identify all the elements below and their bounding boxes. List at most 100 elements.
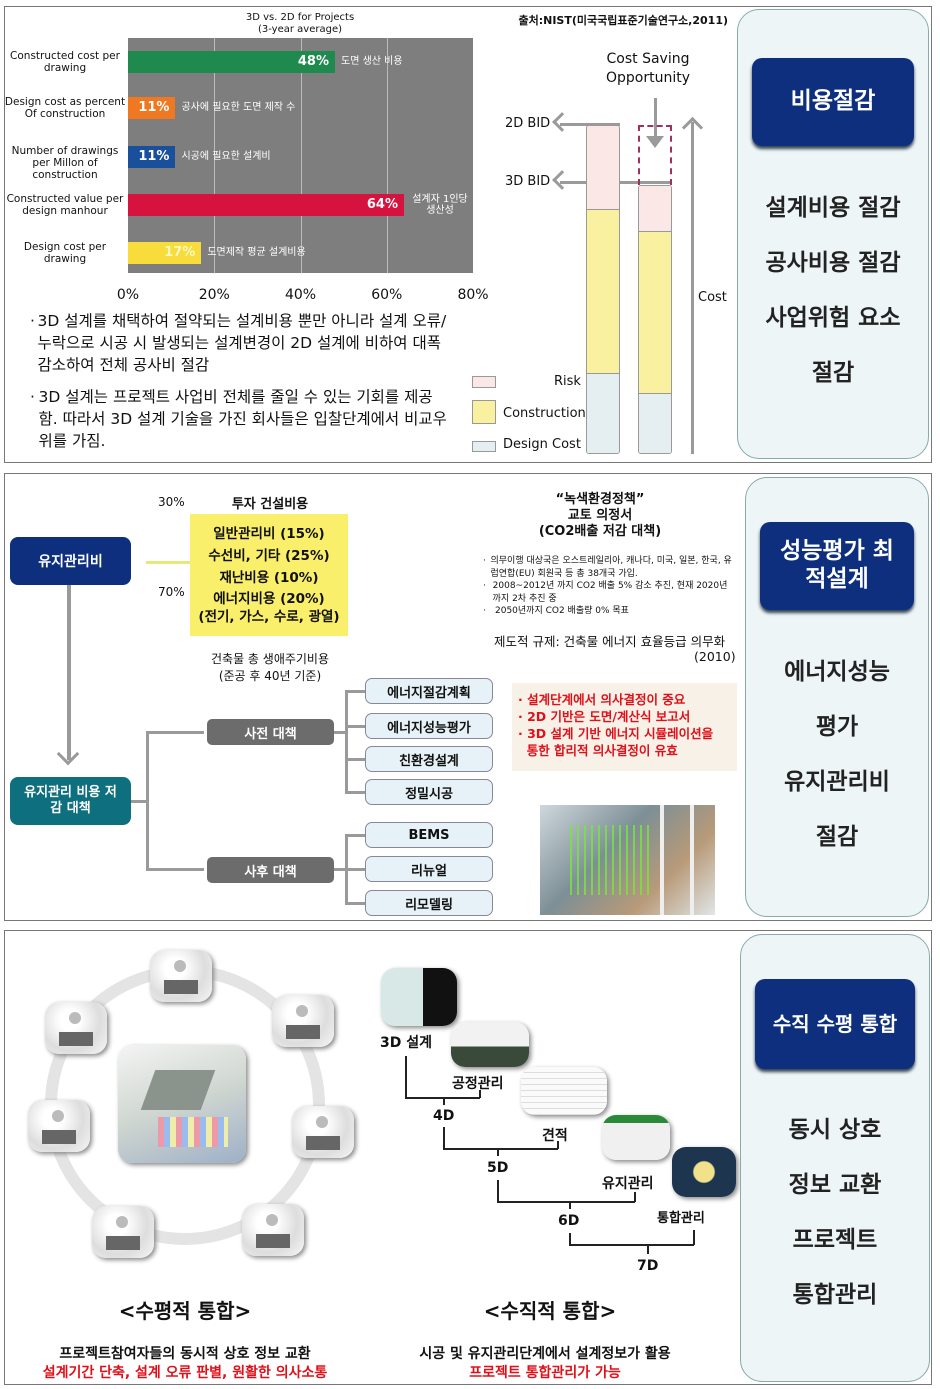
participant-image <box>92 1206 154 1258</box>
horizontal-red-desc: 설계기간 단축, 설계 오류 판별, 원활한 의사소통 <box>42 1365 328 1381</box>
participant-image <box>45 1002 107 1054</box>
saving-arrow-head <box>646 136 664 148</box>
side-item: 절감 <box>815 824 859 850</box>
connector <box>334 868 346 871</box>
dim-label: 7D <box>637 1258 659 1274</box>
connector <box>334 731 346 734</box>
measure-item: 리모델링 <box>365 890 493 916</box>
person-icon <box>316 1116 328 1128</box>
bar: 11% <box>128 146 176 168</box>
gridline <box>386 38 388 273</box>
bullet-item: ·3D 설계는 프로젝트 사업비 전체를 줄일 수 있는 기회를 제공함. 따라… <box>30 386 450 452</box>
bracket <box>443 1127 445 1149</box>
person-icon <box>69 1012 81 1024</box>
energy-simulation-image <box>540 805 715 915</box>
cost-axis-label: Cost <box>698 290 727 305</box>
regulation-year: (2010) <box>694 649 736 664</box>
step-label: 공정관리 <box>452 1076 504 1092</box>
cost-item: 에너지비용 (20%) <box>213 591 325 607</box>
flow-arrow-down <box>67 585 71 760</box>
connector <box>345 690 348 793</box>
person-icon <box>266 1214 278 1226</box>
bullet-text: 3D 설계를 채택하여 절약되는 설계비용 뿐만 아니라 설계 오류/누락으로 … <box>37 312 447 374</box>
building-shape <box>140 1070 216 1110</box>
step-label: 견적 <box>542 1128 568 1144</box>
policy-bullet-text: 의무이행 대상국은 오스트레일리아, 캐나다, 미국, 일본, 한국, 유럽연합… <box>490 556 732 579</box>
saving-dashed-box <box>638 125 672 185</box>
dim-label: 6D <box>558 1213 580 1229</box>
bracket <box>405 1056 407 1098</box>
lifecycle-line: (준공 후 40년 기준) <box>218 669 322 683</box>
maintenance-cost-box: 유지관리비 <box>10 537 131 585</box>
bracket <box>557 1141 559 1149</box>
bar: 48% <box>128 51 335 73</box>
design-segment <box>587 373 619 453</box>
cost-item: 재난비용 (10%) <box>219 570 319 586</box>
chart-title: 3D vs. 2D for Projects(3-year average) <box>200 12 400 36</box>
bracket <box>693 1230 695 1245</box>
measure-item: 에너지절감계획 <box>365 678 493 704</box>
connector <box>345 725 365 728</box>
side-item: 에너지성능 <box>784 659 890 685</box>
yellow-arrow <box>146 561 190 564</box>
desk-icon <box>59 1032 93 1046</box>
bar: 11% <box>128 97 176 119</box>
policy-bullets: ·의무이행 대상국은 오스트레일리아, 캐나다, 미국, 일본, 한국, 유럽연… <box>483 555 733 618</box>
reduction-plan-box: 유지관리 비용 저감 대책 <box>10 777 131 825</box>
category-label: Constructed cost per drawing <box>10 50 120 74</box>
bracket <box>647 1244 649 1254</box>
bar: 17% <box>128 242 202 264</box>
side-item: 통합관리 <box>792 1282 878 1308</box>
bim-model-image <box>118 1045 246 1163</box>
horizontal-desc: 프로젝트참여자들의 동시적 상호 정보 교환 <box>59 1346 311 1362</box>
person-icon <box>116 1216 128 1228</box>
measure-item: 에너지성능평가 <box>365 713 493 739</box>
side-item: 절감 <box>811 360 855 386</box>
person-icon <box>174 960 186 972</box>
bar-annotation: 도면 생산 비용 <box>341 56 403 67</box>
desk-icon <box>106 1236 140 1250</box>
policy-title-line: (CO2배출 저감 대책) <box>538 524 662 539</box>
bid-2d-label: 2D BID <box>505 116 551 131</box>
category-label: Design cost as percent Of construction <box>4 96 126 120</box>
policy-bullet-text: 2008~2012년 까지 CO2 배출 5% 감소 추진, 현재 2020년까… <box>492 581 728 604</box>
step-image-estimate <box>521 1067 607 1115</box>
bar-annotation: 시공에 필요한 설계비 <box>181 151 271 162</box>
horizontal-integration-title: <수평적 통합> <box>118 1299 252 1323</box>
legend-design-swatch <box>472 441 496 452</box>
source-note: 출처:NIST(미국국립표준기술연구소,2011) <box>518 12 728 28</box>
connector <box>131 800 147 803</box>
window-frame <box>690 805 694 915</box>
side-summary-2: 성능평가 최적설계 에너지성능 평가 유지관리비 절감 <box>745 477 929 917</box>
connector <box>345 834 365 837</box>
measure-item: 친환경설계 <box>365 746 493 772</box>
participant-image <box>292 1106 354 1158</box>
step-label: 유지관리 <box>602 1176 654 1192</box>
bullet-list: ·3D 설계를 채택하여 절약되는 설계비용 뿐만 아니라 설계 오류/누락으로… <box>30 310 450 452</box>
bar-annotation: 설계자 1인당 생산성 <box>412 194 468 216</box>
cost-axis <box>691 122 694 454</box>
person-icon <box>296 1005 308 1017</box>
bracket <box>443 1148 558 1150</box>
policy-bullet-text: 2050년까지 CO2 배출량 0% 목표 <box>495 606 629 616</box>
investment-label: 투자 건설비용 <box>231 497 309 512</box>
lifecycle-line: 건축물 총 생애주기비용 <box>210 652 330 666</box>
desk-icon <box>42 1130 76 1144</box>
connector <box>146 868 204 871</box>
side-title: 수직 수평 통합 <box>755 979 915 1069</box>
policy-bullet: ·의무이행 대상국은 오스트레일리아, 캐나다, 미국, 일본, 한국, 유럽연… <box>483 556 732 579</box>
policy-bullet: ·2008~2012년 까지 CO2 배출 5% 감소 추진, 현재 2020년… <box>483 580 733 605</box>
measure-item: 정밀시공 <box>365 779 493 805</box>
measure-item: BEMS <box>365 822 493 848</box>
note-line: 통한 합리적 의사결정이 유효 <box>518 743 678 758</box>
desk-icon <box>256 1234 290 1248</box>
measure-item: 리뉴얼 <box>365 856 493 882</box>
pct-30: 30% <box>158 495 185 509</box>
step-image-3d <box>381 968 457 1026</box>
bar: 64% <box>128 194 404 216</box>
policy-title: “녹색환경정책” 교토 의정서 (CO2배출 저감 대책) <box>510 492 690 540</box>
step-image-integration <box>672 1147 736 1197</box>
side-title-text: 성능평가 최적설계 <box>780 538 894 592</box>
participant-image <box>272 995 334 1047</box>
side-item: 동시 상호 <box>788 1117 882 1143</box>
